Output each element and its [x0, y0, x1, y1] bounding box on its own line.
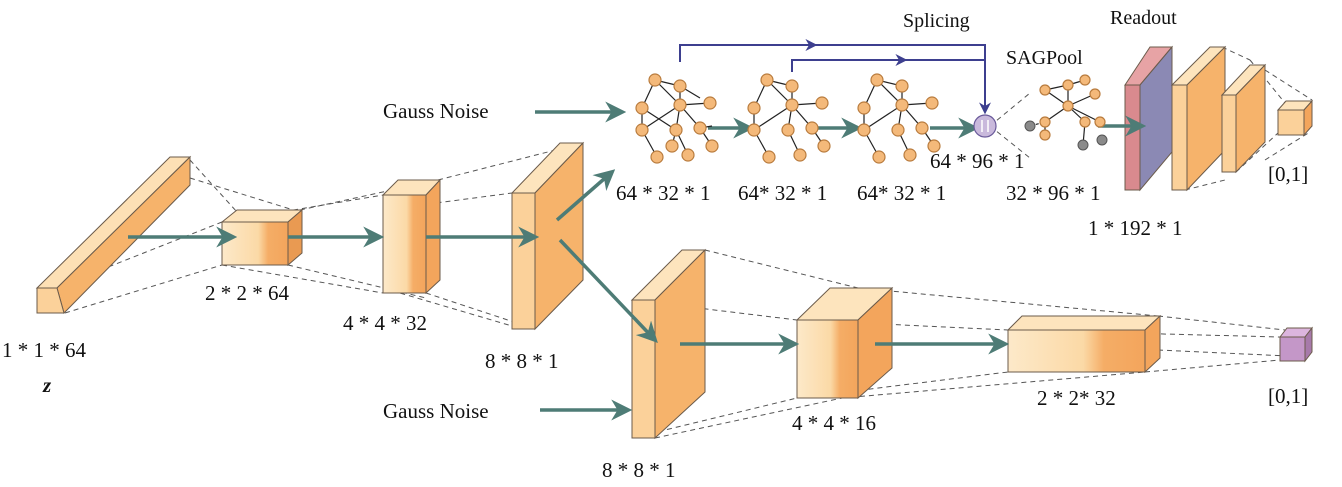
sagpool-label: SAGPool: [1006, 47, 1083, 69]
graph-2: [747, 73, 831, 164]
bottom-4-label: 4 * 4 * 16: [792, 411, 876, 435]
splice-dim-label: 64 * 96 * 1: [930, 149, 1025, 173]
splicing-connectors: [679, 39, 997, 138]
concat-icon: [973, 114, 997, 138]
l2-label: 4 * 4 * 32: [343, 311, 427, 335]
readout-label: Readout: [1110, 7, 1177, 29]
l1-label: 2 * 2 * 64: [205, 281, 290, 305]
output-bottom-cube: [1278, 326, 1314, 363]
dense-block-2: [1220, 63, 1267, 174]
l3-label: 8 * 8 * 1: [485, 349, 559, 373]
output-top-label: [0,1]: [1268, 162, 1308, 186]
z-label: z: [42, 373, 52, 397]
graph1-label: 64 * 32 * 1: [616, 181, 711, 205]
sagpool-graph: [1024, 74, 1108, 151]
bottom-8-label: 8 * 8 * 1: [602, 458, 676, 482]
z-dim-label: 1 * 1 * 64: [2, 338, 87, 362]
sag-dim-label: 32 * 96 * 1: [1006, 181, 1101, 205]
block-4x4x16: [795, 286, 894, 400]
graph-1: [635, 73, 719, 164]
graph2-label: 64* 32 * 1: [738, 181, 827, 205]
splicing-label: Splicing: [903, 10, 970, 32]
output-bottom-label: [0,1]: [1268, 384, 1308, 408]
z-input-block: [35, 155, 192, 314]
readout-block: [1124, 45, 1174, 192]
bottom-2-label: 2 * 2* 32: [1037, 386, 1116, 410]
block-2x2x32: [1006, 314, 1162, 374]
output-top-cube: [1276, 99, 1314, 137]
flow-arrows: [128, 101, 1147, 421]
dense-block-1: [1170, 45, 1227, 192]
labels: 1 * 1 * 64 z 2 * 2 * 64 4 * 4 * 32 8 * 8…: [2, 7, 1308, 482]
graph3-label: 64* 32 * 1: [857, 181, 946, 205]
readout-dim-label: 1 * 192 * 1: [1088, 216, 1183, 240]
gauss-noise-bottom: Gauss Noise: [383, 399, 489, 423]
graph-3: [857, 73, 941, 164]
gauss-noise-top: Gauss Noise: [383, 99, 489, 123]
